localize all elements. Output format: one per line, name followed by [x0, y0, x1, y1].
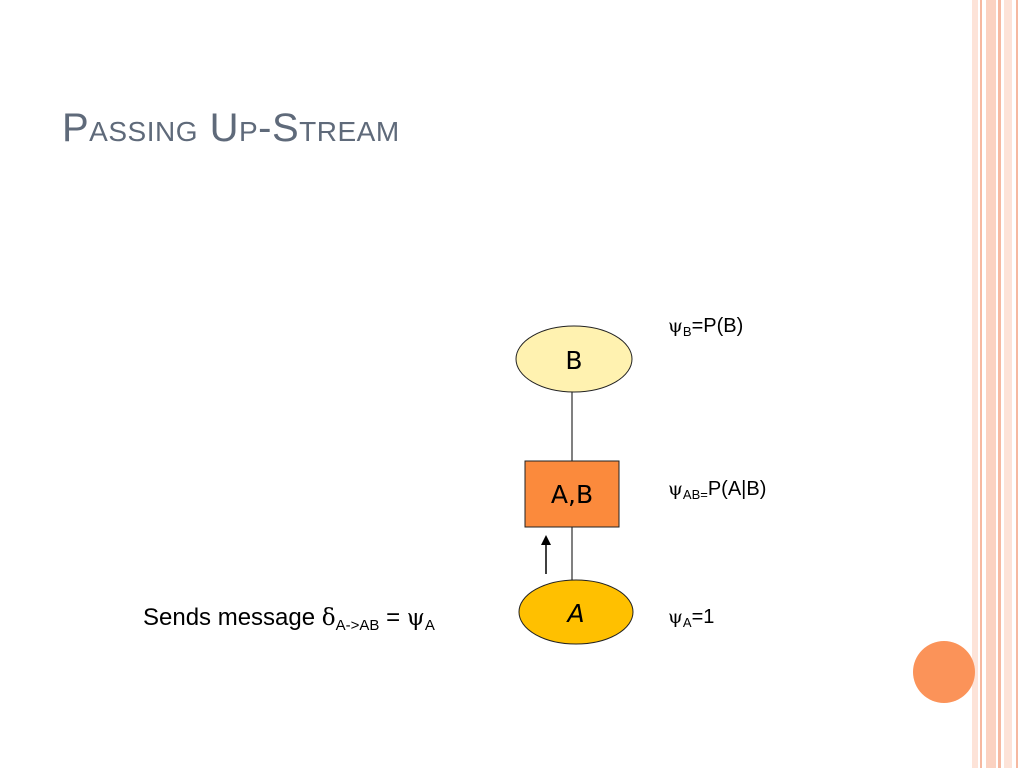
potential-ab: ψAB=P(A|B)	[668, 478, 766, 502]
node-b-label: B	[565, 346, 582, 375]
potential-ab-subscript: AB=	[682, 487, 708, 502]
node-b	[515, 325, 633, 393]
potential-a: ψA=1	[668, 606, 714, 630]
delta-subscript: A->AB	[335, 617, 380, 634]
slide-title: Passing Up-Stream	[62, 106, 400, 150]
node-a	[518, 579, 634, 645]
potential-b-subscript: B	[682, 324, 692, 339]
node-a-label: A	[565, 599, 584, 628]
message-equals: =	[379, 604, 407, 631]
psi-symbol: ψ	[668, 606, 683, 628]
potential-b-value: =P(B)	[691, 315, 744, 337]
potential-b: ψB=P(B)	[668, 315, 743, 339]
right-border-stripes	[972, 0, 1024, 768]
message-caption: Sends message δA->AB = ψA	[143, 604, 435, 634]
node-ab	[524, 460, 620, 528]
decorative-circle	[913, 641, 975, 703]
psi-symbol: ψ	[668, 478, 683, 500]
psi-symbol: ψ	[668, 315, 683, 337]
potential-a-value: =1	[691, 606, 715, 628]
psi-symbol: ψ	[406, 605, 425, 631]
message-prefix: Sends message	[143, 604, 322, 631]
psi-subscript: A	[424, 617, 435, 634]
delta-symbol: δ	[321, 605, 336, 631]
node-ab-label: A,B	[551, 480, 593, 509]
potential-a-subscript: A	[682, 615, 692, 630]
potential-ab-value: P(A|B)	[707, 478, 767, 500]
message-arrow	[541, 535, 551, 574]
